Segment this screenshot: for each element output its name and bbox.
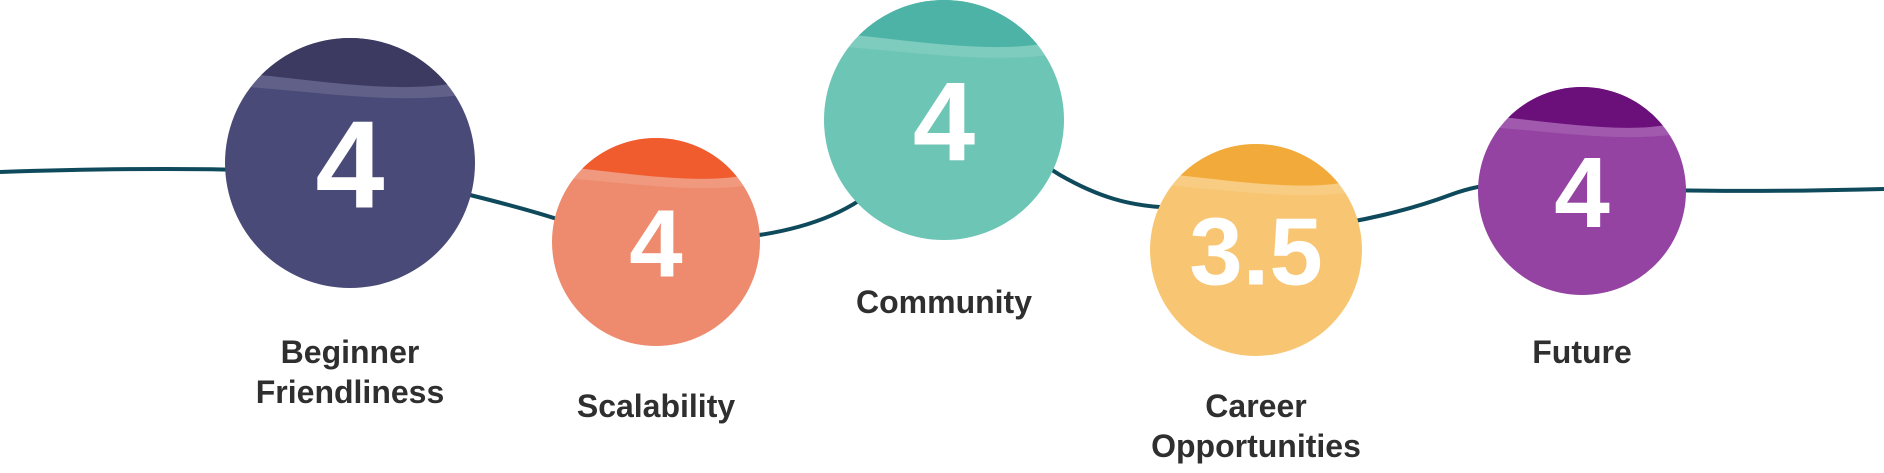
badge-band <box>824 31 1064 58</box>
label-line: Friendliness <box>255 374 445 410</box>
badge-circle <box>824 0 1064 240</box>
score-badge: 3.5 <box>1150 144 1362 356</box>
label-community: Community <box>856 282 1032 322</box>
label-line: Opportunities <box>1151 428 1361 464</box>
badge-band <box>225 71 475 99</box>
label-line: Future <box>1532 334 1632 370</box>
label-line: Beginner <box>280 334 420 370</box>
badge-circle <box>1478 87 1686 295</box>
score-value: 4 <box>913 59 975 184</box>
badge-circle <box>1150 144 1362 356</box>
badge-band <box>552 165 760 189</box>
score-value: 4 <box>316 97 385 235</box>
label-future: Future <box>1532 332 1632 372</box>
score-value: 4 <box>629 191 682 298</box>
badge-circle <box>552 138 760 346</box>
score-badge: 4 <box>1478 87 1686 295</box>
label-line: Career <box>1205 388 1307 424</box>
score-value: 4 <box>1554 137 1610 249</box>
score-badge: 4 <box>824 0 1064 240</box>
label-beginner-friendliness: Beginner Friendliness <box>256 332 445 412</box>
label-line: Scalability <box>576 388 736 424</box>
badge-band <box>1478 114 1686 138</box>
badge-band <box>1150 172 1362 196</box>
label-scalability: Scalability <box>577 386 735 426</box>
score-badge: 4 <box>225 38 475 288</box>
label-line: Community <box>856 284 1032 320</box>
score-badge: 4 <box>552 138 760 346</box>
score-value: 3.5 <box>1189 199 1322 306</box>
badge-circle <box>225 38 475 288</box>
label-career-opportunities: Career Opportunities <box>1151 386 1361 466</box>
